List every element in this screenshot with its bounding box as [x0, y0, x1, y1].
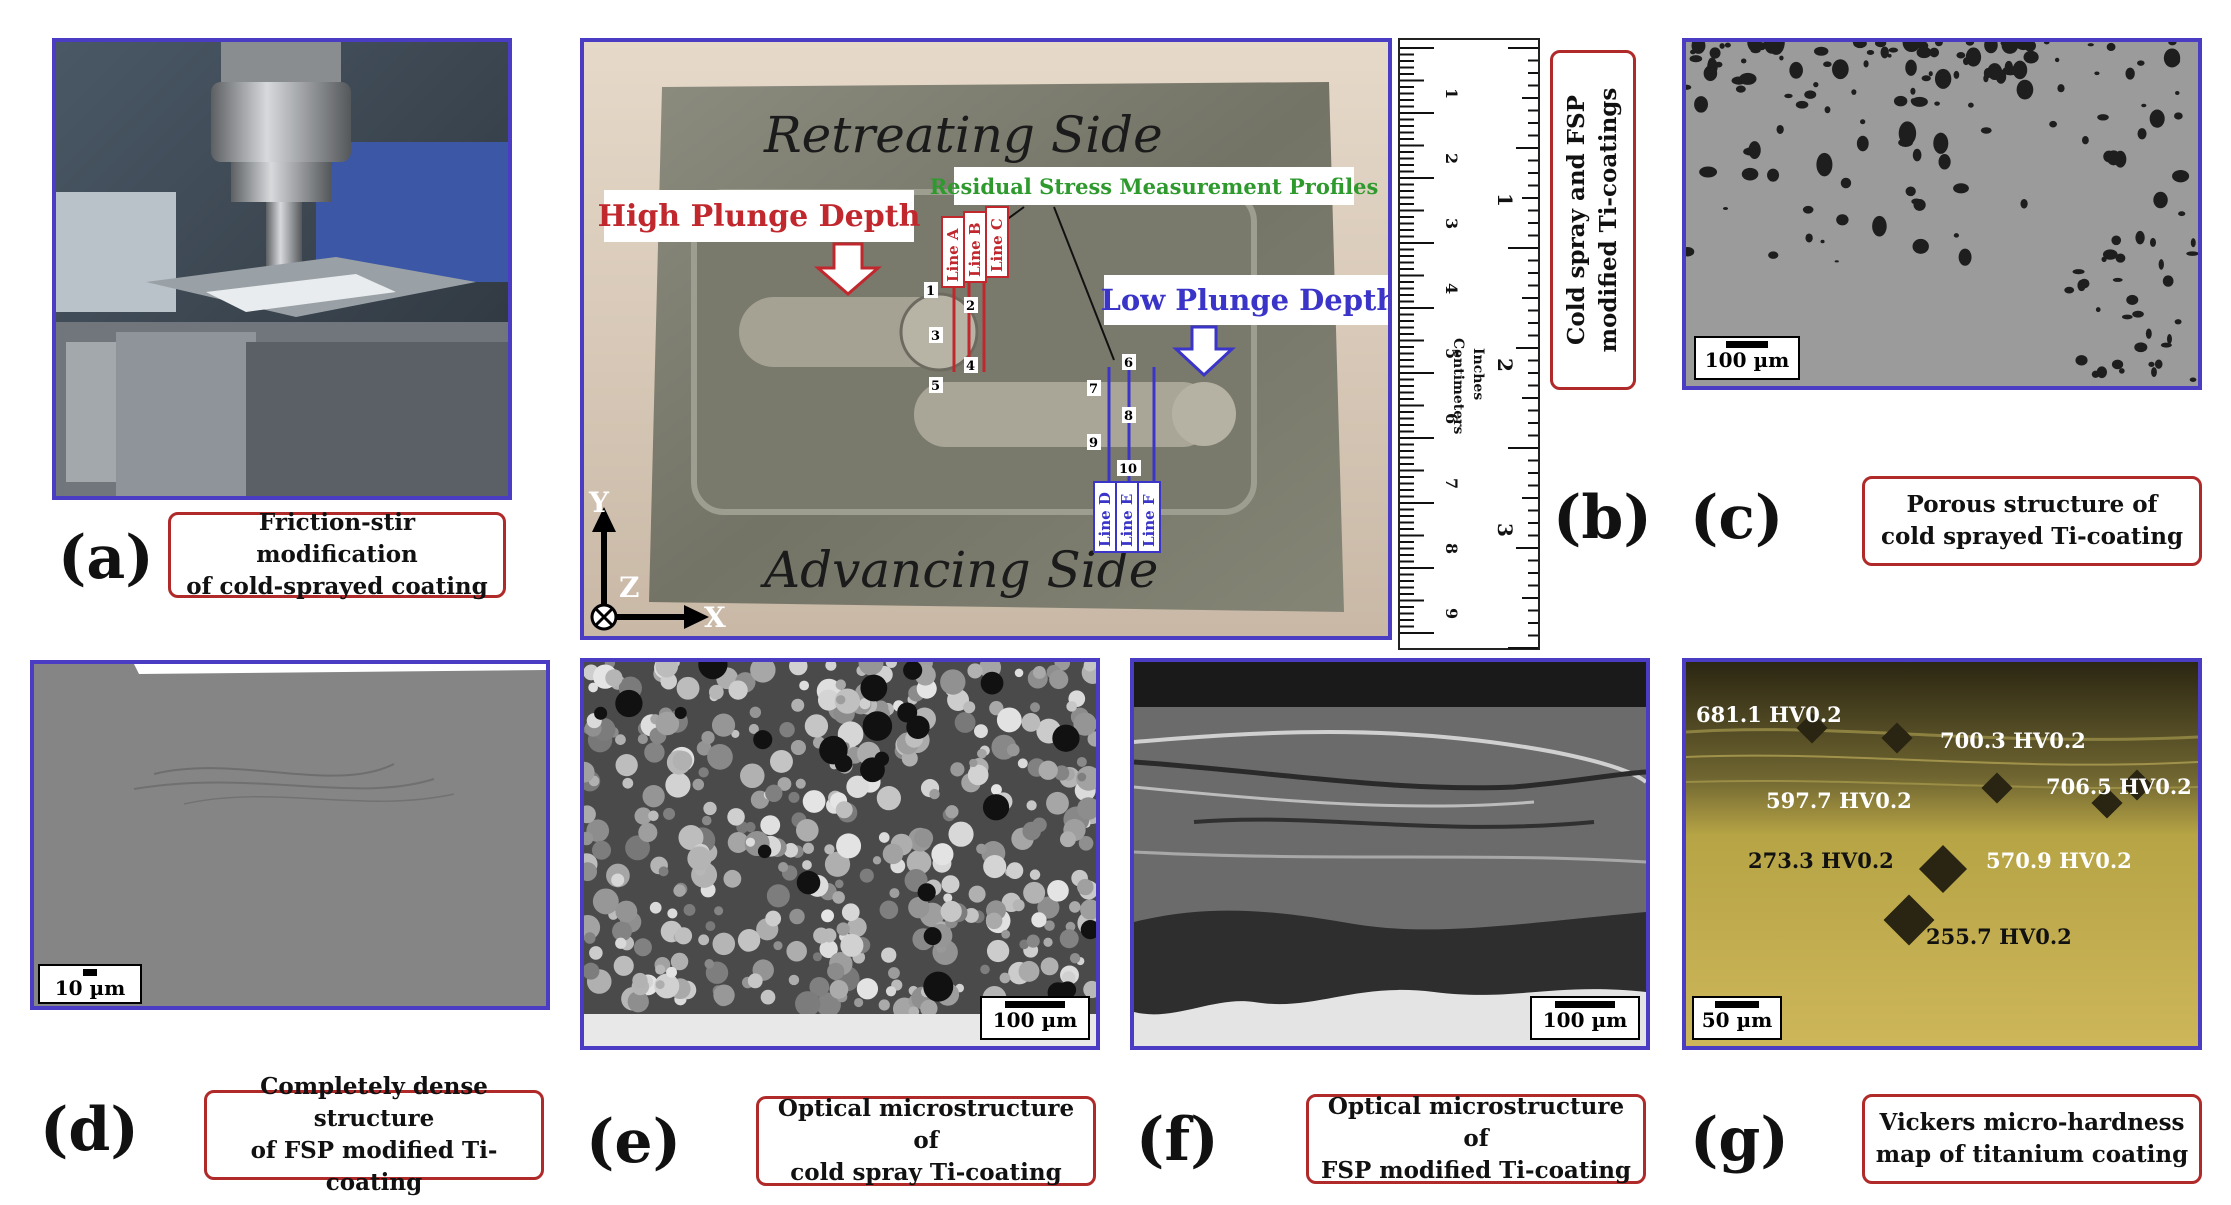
- panel-label-c: (c): [1690, 483, 1784, 553]
- scale-bar-c-text: 100 µm: [1704, 348, 1790, 372]
- scale-bar-f-text: 100 µm: [1542, 1008, 1628, 1032]
- cm-6: 6: [1442, 413, 1461, 424]
- low-plunge-label: Low Plunge Depth: [1101, 283, 1388, 317]
- low-plunge-arrow-icon: [1172, 325, 1236, 378]
- hv-255: 255.7 HV0.2: [1926, 924, 2072, 949]
- panel-label-e: (e): [586, 1107, 681, 1177]
- point-4: 4: [966, 359, 975, 374]
- centimeters-label: Centimeters: [1450, 338, 1466, 434]
- caption-d: Completely dense structure of FSP modifi…: [204, 1073, 544, 1196]
- panel-g-hardness: 681.1 HV0.2 700.3 HV0.2 706.5 HV0.2 597.…: [1682, 658, 2202, 1050]
- point-2: 2: [966, 299, 975, 314]
- plate-photo: Retreating Side Advancing Side High Plun…: [584, 42, 1388, 636]
- line-c-label: Line C: [988, 218, 1006, 272]
- scale-bar-c: 100 µm: [1694, 336, 1800, 380]
- caption-e: Optical microstructure of cold spray Ti-…: [756, 1095, 1096, 1186]
- inch-1: 1: [1493, 193, 1517, 207]
- hv-273: 273.3 HV0.2: [1748, 848, 1894, 873]
- hv-700: 700.3 HV0.2: [1940, 728, 2086, 753]
- line-a-label: Line A: [944, 228, 962, 282]
- cm-1: 1: [1442, 88, 1461, 99]
- caption-f: Optical microstructure of FSP modified T…: [1306, 1093, 1646, 1184]
- inch-2: 2: [1493, 358, 1517, 372]
- scale-bar-e: 100 µm: [980, 996, 1090, 1040]
- hv-597: 597.7 HV0.2: [1766, 788, 1912, 813]
- cm-5: 5: [1442, 348, 1461, 359]
- point-10: 10: [1119, 462, 1137, 477]
- inches-label: Inches: [1470, 348, 1486, 400]
- porous-sem-image: [1686, 42, 2198, 386]
- line-f-label: Line F: [1140, 494, 1158, 547]
- y-axis-label: Y: [588, 486, 610, 519]
- hv-706: 706.5 HV0.2: [2046, 774, 2192, 799]
- scale-bar-g: 50 µm: [1692, 996, 1782, 1040]
- x-axis-label: X: [704, 601, 726, 634]
- panel-f-optical: 100 µm: [1130, 658, 1650, 1050]
- friction-stir-machine-photo: [56, 42, 508, 496]
- scale-bar-d-text: 10 µm: [54, 976, 126, 1000]
- line-e-label: Line E: [1118, 494, 1136, 547]
- caption-g: Vickers micro-hardness map of titanium c…: [1862, 1094, 2202, 1184]
- panel-e-optical: 100 µm: [580, 658, 1100, 1050]
- z-axis-label: Z: [619, 571, 639, 604]
- hv-570: 570.9 HV0.2: [1986, 848, 2132, 873]
- point-6: 6: [1124, 356, 1133, 371]
- point-8: 8: [1124, 409, 1133, 424]
- dense-sem-image: [34, 664, 546, 1006]
- cm-3: 3: [1442, 218, 1461, 229]
- cold-spray-optical-image: [584, 662, 1096, 1046]
- caption-b-box: Cold spray and FSP modified Ti-coatings: [1550, 50, 1636, 390]
- high-plunge-arrow-icon: [813, 242, 883, 296]
- panel-a-photo: [52, 38, 512, 500]
- point-9: 9: [1089, 436, 1098, 451]
- panel-label-d: (d): [40, 1095, 139, 1165]
- line-d-label: Line D: [1096, 492, 1114, 547]
- cm-2: 2: [1442, 153, 1461, 164]
- panel-label-a: (a): [58, 523, 154, 593]
- point-3: 3: [931, 329, 940, 344]
- cm-9: 9: [1442, 608, 1461, 619]
- fsp-optical-image: [1134, 662, 1646, 1046]
- scale-bar-f: 100 µm: [1530, 996, 1640, 1040]
- retreating-side-text: Retreating Side: [763, 106, 1163, 164]
- panel-c-sem: 100 µm: [1682, 38, 2202, 390]
- panel-label-f: (f): [1136, 1105, 1219, 1175]
- panel-b-photo: Retreating Side Advancing Side High Plun…: [580, 38, 1392, 640]
- cm-8: 8: [1442, 543, 1461, 554]
- ruler: 1 2 3 4 5 6 7 8 9 1 2 3 Centimeters Inch…: [1398, 38, 1540, 650]
- advancing-side-text: Advancing Side: [760, 541, 1158, 599]
- scale-bar-d: 10 µm: [38, 964, 142, 1004]
- caption-a: Friction-stir modification of cold-spray…: [168, 509, 506, 600]
- cm-4: 4: [1442, 283, 1461, 294]
- high-plunge-label: High Plunge Depth: [598, 199, 921, 234]
- inch-3: 3: [1493, 523, 1517, 537]
- scale-bar-e-text: 100 µm: [992, 1008, 1078, 1032]
- line-b-label: Line B: [966, 222, 984, 277]
- point-7: 7: [1089, 382, 1098, 397]
- xyz-axes: Y Z X: [588, 486, 726, 634]
- cm-7: 7: [1442, 478, 1461, 489]
- panel-label-b: (b): [1553, 483, 1652, 553]
- caption-b: Cold spray and FSP modified Ti-coatings: [1563, 87, 1622, 353]
- hv-681: 681.1 HV0.2: [1696, 702, 1842, 727]
- point-5: 5: [931, 379, 940, 394]
- caption-c: Porous structure of cold sprayed Ti-coat…: [1862, 476, 2202, 566]
- panel-label-g: (g): [1690, 1105, 1789, 1175]
- panel-d-sem: 10 µm: [30, 660, 550, 1010]
- point-1: 1: [926, 284, 935, 299]
- residual-stress-label: Residual Stress Measurement Profiles: [930, 174, 1379, 199]
- scale-bar-g-text: 50 µm: [1701, 1008, 1773, 1032]
